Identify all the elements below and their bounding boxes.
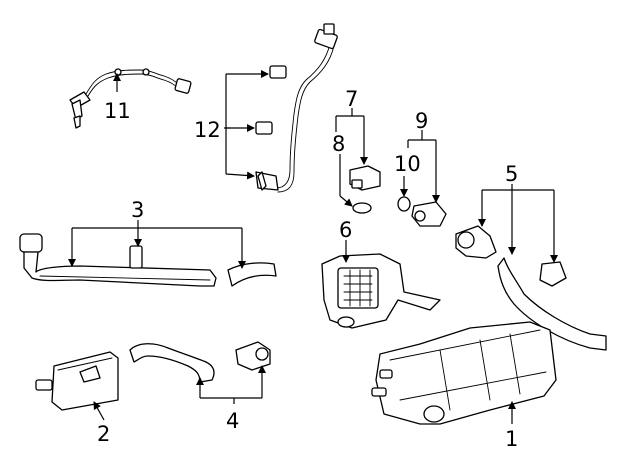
callout-9: 9 — [415, 109, 428, 133]
leader-8 — [339, 154, 353, 207]
part-3-hose-assembly[interactable] — [19, 233, 277, 287]
part-1-charcoal-canister[interactable] — [371, 321, 557, 425]
callout-8: 8 — [332, 132, 345, 156]
leader-2 — [93, 401, 105, 421]
callout-7: 7 — [345, 87, 358, 111]
callout-5: 5 — [505, 162, 518, 186]
part-7-sensor[interactable] — [349, 165, 381, 191]
callout-11: 11 — [104, 99, 131, 123]
callout-12: 12 — [194, 118, 221, 142]
leader-9 — [407, 130, 440, 203]
callout-6: 6 — [339, 218, 352, 242]
callout-2: 2 — [97, 422, 110, 446]
callout-10: 10 — [394, 152, 421, 176]
leader-12 — [224, 70, 269, 180]
part-10-o-ring[interactable] — [397, 196, 411, 212]
part-2-filter[interactable] — [35, 351, 119, 411]
part-6-canister-bracket[interactable] — [321, 253, 441, 329]
part-9-sensor[interactable] — [411, 201, 447, 227]
callout-3: 3 — [131, 198, 144, 222]
part-12-sensor-harness[interactable] — [255, 23, 338, 193]
callout-1: 1 — [505, 427, 518, 451]
leader-4 — [196, 365, 266, 404]
part-5-hose-and-clamps[interactable] — [455, 225, 607, 351]
part-4-hose-and-valve[interactable] — [129, 341, 271, 383]
leader-5 — [478, 184, 558, 263]
leader-7 — [335, 108, 368, 165]
part-8-o-ring[interactable] — [352, 202, 372, 214]
leader-3 — [68, 220, 246, 269]
callout-4: 4 — [226, 409, 239, 433]
